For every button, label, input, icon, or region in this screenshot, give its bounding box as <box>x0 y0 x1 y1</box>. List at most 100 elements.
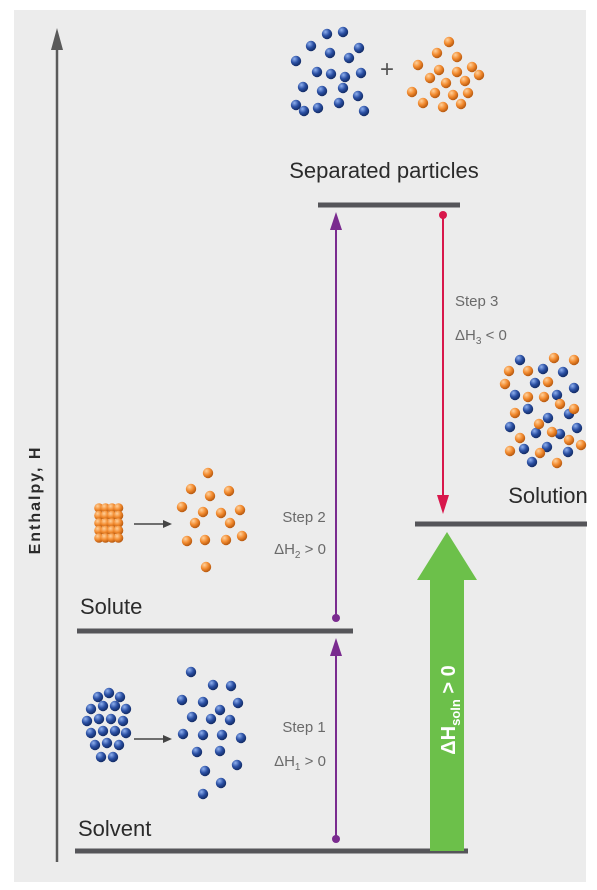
overall-arrowhead <box>417 532 477 580</box>
particle <box>514 432 526 444</box>
particle <box>451 66 463 78</box>
particle <box>109 700 121 712</box>
particle <box>355 67 367 79</box>
step2-arrowhead <box>330 212 342 230</box>
particle <box>431 47 443 59</box>
particle <box>225 680 237 692</box>
background-panel <box>14 10 586 882</box>
particle <box>107 751 119 763</box>
solute-dissociation-arrowhead <box>163 520 172 528</box>
particle <box>542 412 554 424</box>
particle <box>176 501 188 513</box>
step3-delta: ΔH3 < 0 <box>455 327 507 347</box>
particle <box>220 534 232 546</box>
particle <box>120 727 132 739</box>
particle <box>568 382 580 394</box>
particle <box>337 26 349 38</box>
step2-title: Step 2 <box>282 509 325 526</box>
particle <box>305 40 317 52</box>
particle <box>297 81 309 93</box>
particle <box>499 378 511 390</box>
particle <box>522 391 534 403</box>
solvent-label: Solvent <box>78 816 151 841</box>
particle <box>207 679 219 691</box>
particle <box>529 377 541 389</box>
particle <box>538 391 550 403</box>
step2-delta: ΔH2 > 0 <box>274 541 326 561</box>
step2-origin-dot <box>332 614 340 622</box>
particle <box>504 421 516 433</box>
particle <box>433 64 445 76</box>
particle <box>424 72 436 84</box>
particle <box>199 765 211 777</box>
step1-origin-dot <box>332 835 340 843</box>
particle <box>199 534 211 546</box>
particle <box>92 691 104 703</box>
particle <box>571 422 583 434</box>
particle <box>541 441 553 453</box>
particle <box>113 503 124 513</box>
step1-label: Step 1 ΔH1 > 0 <box>274 719 326 773</box>
particle <box>113 739 125 751</box>
particle <box>114 691 126 703</box>
particle <box>224 517 236 529</box>
particle <box>215 507 227 519</box>
particle <box>568 403 580 415</box>
particle <box>548 352 560 364</box>
particle <box>551 389 563 401</box>
particle <box>109 725 121 737</box>
solute-cluster <box>94 503 124 543</box>
axis-label: Enthalpy, H <box>27 446 44 555</box>
particle <box>234 504 246 516</box>
particle <box>466 61 478 73</box>
solute-label: Solute <box>80 594 142 619</box>
particle <box>522 403 534 415</box>
particle <box>321 28 333 40</box>
particle <box>113 518 124 528</box>
particle <box>514 354 526 366</box>
particle <box>223 485 235 497</box>
particle <box>343 52 355 64</box>
step3-origin-dot <box>439 211 447 219</box>
particle <box>455 98 467 110</box>
particle <box>103 687 115 699</box>
particle <box>429 87 441 99</box>
particle <box>534 447 546 459</box>
plus-sign: + <box>380 56 394 83</box>
particle-groups <box>81 26 587 800</box>
particle <box>522 365 534 377</box>
particle <box>551 457 563 469</box>
step1-title: Step 1 <box>282 719 325 736</box>
particle <box>236 530 248 542</box>
particle <box>97 725 109 737</box>
particle <box>235 732 247 744</box>
particle <box>85 703 97 715</box>
particle <box>358 105 370 117</box>
separated-particles-label: Separated particles <box>289 158 479 183</box>
step1-delta: ΔH1 > 0 <box>274 753 326 773</box>
particle <box>290 55 302 67</box>
step2-label: Step 2 ΔH2 > 0 <box>274 509 326 561</box>
particle <box>197 696 209 708</box>
particle <box>554 398 566 410</box>
separated-blue <box>290 26 370 117</box>
particle <box>537 363 549 375</box>
particle <box>339 71 351 83</box>
particle <box>557 366 569 378</box>
particle <box>542 376 554 388</box>
particle <box>440 77 452 89</box>
particle <box>473 69 485 81</box>
particle <box>200 561 212 573</box>
solution-orange <box>499 352 587 469</box>
axis-arrowhead <box>51 28 63 50</box>
particle <box>353 42 365 54</box>
particle <box>504 445 516 457</box>
particle <box>568 354 580 366</box>
particle <box>105 713 117 725</box>
particle <box>93 713 105 725</box>
particle <box>526 456 538 468</box>
particle <box>232 697 244 709</box>
particle <box>181 535 193 547</box>
step3-label: Step 3 ΔH3 < 0 <box>455 293 507 347</box>
